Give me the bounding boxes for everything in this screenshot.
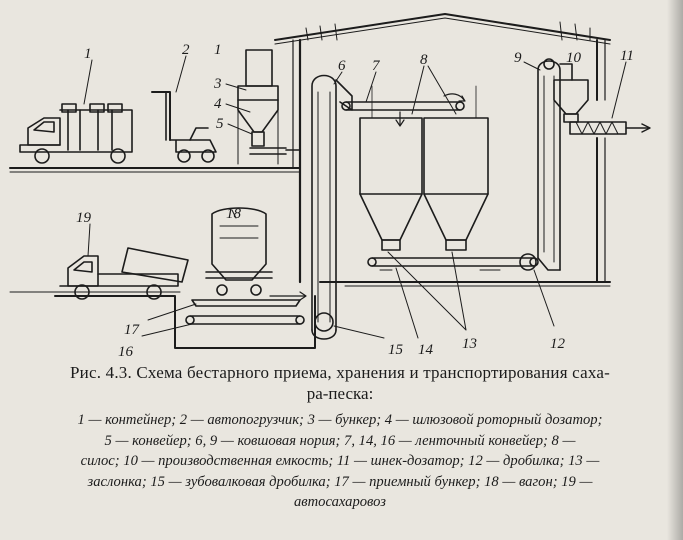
legend-line: силос; 10 — производственная емкость; 11…: [80, 453, 600, 469]
label-2-forklift: 2: [182, 42, 190, 58]
label-4-rotor-feeder: 4: [214, 96, 222, 112]
label-7-belt: 7: [372, 58, 381, 74]
bucket-elevator-6: [311, 74, 353, 340]
label-18-wagon: 18: [226, 206, 242, 222]
label-12-crusher: 12: [550, 336, 566, 352]
legend-line: 1 — контейнер; 2 — автопогрузчик; 3 — бу…: [77, 412, 603, 428]
legend-line: автосахаровоз: [294, 494, 386, 510]
page-edge-shadow: [667, 0, 683, 540]
legend-line: заслонка; 15 — зубовалковая дробилка; 17…: [87, 473, 593, 490]
leader-lines: [83, 55, 627, 339]
tank-and-screw: [553, 79, 651, 135]
belt-conveyor-7: [341, 93, 466, 127]
label-13-gate: 13: [462, 336, 477, 352]
label-19-truck: 19: [76, 210, 92, 226]
silos-8: [359, 85, 489, 251]
number-labels: 1 2 1 3 4 5 6 7 8 9 10 11 19 18 17 16 15…: [76, 42, 634, 360]
forklift: [151, 91, 217, 163]
label-15-crusher: 15: [388, 342, 404, 358]
label-16-belt: 16: [118, 344, 134, 360]
label-8-silo: 8: [420, 52, 428, 68]
label-1-container: 1: [84, 46, 92, 62]
label-11-screw: 11: [620, 48, 634, 64]
caption-title-line-1: Рис. 4.3. Схема бестарного приема, хране…: [70, 363, 610, 382]
label-6-elevator: 6: [338, 58, 346, 74]
ground-lines: [9, 167, 611, 349]
figure-caption: Рис. 4.3. Схема бестарного приема, хране…: [10, 362, 670, 513]
label-9-elevator: 9: [514, 50, 522, 66]
caption-title-line-2: ра-песка:: [306, 384, 374, 403]
label-3-bunker: 3: [213, 76, 222, 92]
container-truck: [19, 103, 133, 164]
sugar-truck: [59, 247, 189, 300]
building-frame: [274, 13, 611, 284]
bunker-assembly: [237, 49, 301, 165]
label-17-hopper: 17: [124, 322, 141, 338]
caption-legend: 1 — контейнер; 2 — автопогрузчик; 3 — бу…: [10, 410, 670, 513]
label-14-belt: 14: [418, 342, 434, 358]
hopper-wagon: [205, 207, 273, 296]
receiving-system: [185, 291, 307, 325]
equipment-diagram: 1 2 1 3 4 5 6 7 8 9 10 11 19 18 17 16 15…: [9, 13, 651, 360]
bucket-elevator-9: [519, 58, 573, 271]
label-1-top: 1: [214, 42, 222, 58]
label-5-conveyor: 5: [216, 116, 224, 132]
legend-line: 5 — конвейер; 6, 9 — ковшовая нория; 7, …: [104, 432, 576, 449]
label-10-tank: 10: [566, 50, 582, 66]
